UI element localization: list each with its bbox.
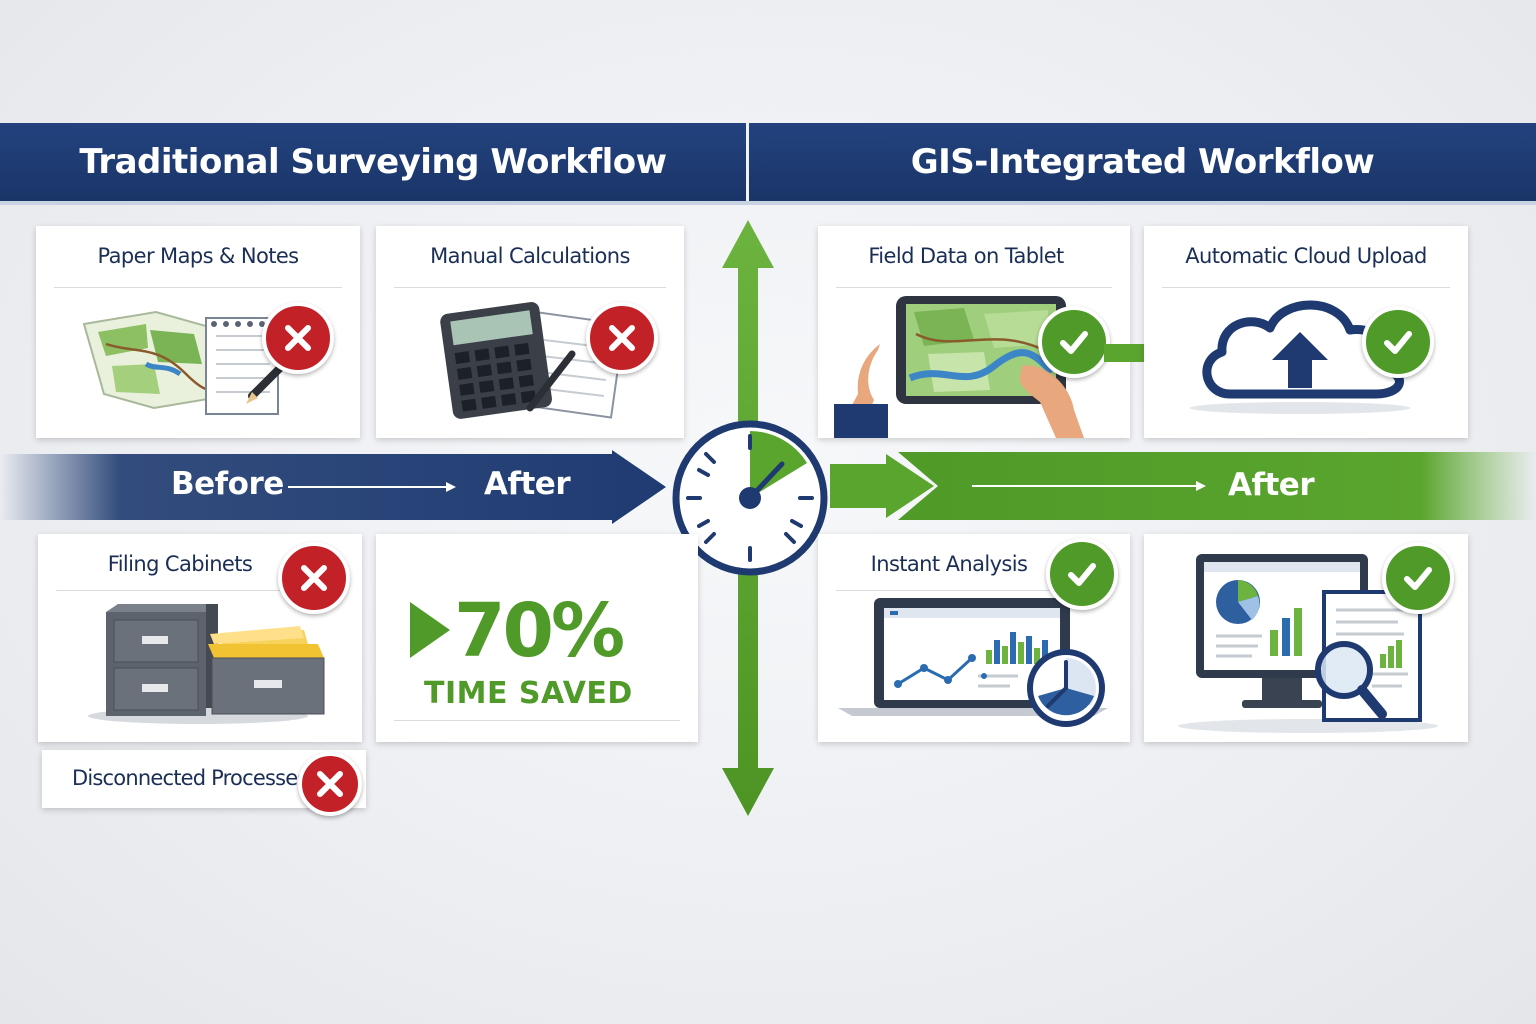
- traditional-header: Traditional Surveying Workflow: [0, 123, 746, 201]
- after-label-right: After: [1228, 467, 1315, 503]
- gis-after-arrow: [830, 452, 1536, 520]
- card-filing-cabinets: Filing Cabinets: [38, 534, 362, 742]
- paper-map-notebook-icon: [82, 310, 292, 415]
- check-icon: [1046, 538, 1118, 610]
- x-icon: [262, 302, 334, 374]
- check-icon: [1362, 306, 1434, 378]
- traditional-title: Traditional Surveying Workflow: [79, 142, 667, 182]
- before-label: Before: [171, 466, 284, 502]
- card-title: Automatic Cloud Upload: [1185, 244, 1427, 268]
- card-disconnected-processes: Disconnected Processes: [42, 750, 366, 816]
- monitor-report-magnifier-icon: [1178, 554, 1438, 733]
- play-icon: [410, 602, 450, 658]
- time-saved-card: 70% TIME SAVED: [376, 534, 698, 742]
- laptop-analytics-icon: [838, 598, 1108, 727]
- time-saved-label: TIME SAVED: [424, 676, 633, 711]
- stopwatch-icon: [672, 420, 828, 576]
- divider: [394, 720, 680, 721]
- divider: [1162, 287, 1450, 288]
- divider: [54, 287, 342, 288]
- after-label-left: After: [484, 466, 571, 502]
- gis-title: GIS-Integrated Workflow: [910, 142, 1375, 182]
- card-instant-analysis: Instant Analysis: [818, 534, 1130, 742]
- card-title: Manual Calculations: [430, 244, 630, 268]
- card-title: Field Data on Tablet: [868, 244, 1064, 268]
- card-field-data-tablet: Field Data on Tablet: [818, 226, 1130, 438]
- card-cloud-upload: Automatic Cloud Upload: [1144, 226, 1468, 438]
- card-paper-maps: Paper Maps & Notes: [36, 226, 360, 438]
- filing-cabinet-icon: [88, 604, 325, 724]
- card-monitor-report: [1144, 534, 1468, 742]
- tablet-map-icon: [834, 296, 1084, 438]
- before-after-arrow: [0, 450, 666, 524]
- check-icon: [1382, 542, 1454, 614]
- x-icon: [278, 542, 350, 614]
- divider: [836, 287, 1112, 288]
- card-title: Filing Cabinets: [107, 552, 253, 576]
- time-saved-value: 70%: [454, 588, 625, 674]
- divider: [836, 590, 1112, 591]
- header-divider: [0, 201, 1536, 205]
- check-icon: [1038, 306, 1110, 378]
- card-title: Instant Analysis: [870, 552, 1028, 576]
- x-icon: [298, 752, 362, 816]
- card-manual-calculations: Manual Calculations: [376, 226, 684, 438]
- divider: [394, 287, 666, 288]
- gis-header: GIS-Integrated Workflow: [749, 123, 1536, 201]
- divider: [56, 590, 344, 591]
- card-title: Disconnected Processes: [72, 766, 308, 790]
- card-title: Paper Maps & Notes: [97, 244, 300, 268]
- x-icon: [586, 302, 658, 374]
